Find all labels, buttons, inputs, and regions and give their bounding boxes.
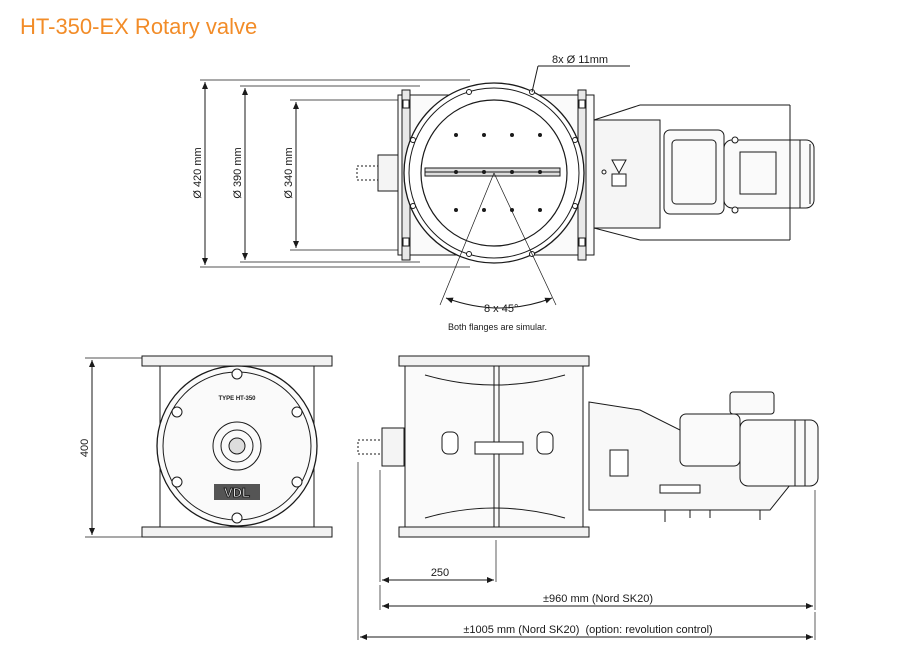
dim-shaft-offset: 250 xyxy=(431,567,449,579)
top-view xyxy=(200,65,815,309)
dim-height: 400 xyxy=(79,439,91,457)
page-title: HT-350-EX Rotary valve xyxy=(20,14,258,39)
dim-bolt-holes: 8x Ø 11mm xyxy=(552,54,608,66)
dim-bolt-angle: 8 x 45° xyxy=(484,303,518,315)
dim-length-standard: ±960 mm (Nord SK20) xyxy=(543,593,653,605)
side-view xyxy=(357,355,819,640)
side-view-dims: 250 ±960 mm (Nord SK20) ±1005 mm (Nord S… xyxy=(431,567,713,636)
dim-bolt-circle: Ø 390 mm xyxy=(232,147,244,198)
dim-length-option: ±1005 mm (Nord SK20) (option: revolution… xyxy=(463,624,712,636)
front-view xyxy=(85,355,333,538)
type-plate: TYPE HT-350 xyxy=(218,396,256,402)
dim-inner-diameter: Ø 340 mm xyxy=(283,147,295,198)
flange-note: Both flanges are simular. xyxy=(448,322,547,332)
front-view-dims: 400 TYPE HT-350 VDL xyxy=(79,396,256,501)
dim-outer-diameter: Ø 420 mm xyxy=(192,147,204,198)
vdl-logo: VDL xyxy=(224,485,250,500)
top-view-dims: Ø 420 mm Ø 390 mm Ø 340 mm 8x Ø 11mm 8 x… xyxy=(192,54,608,332)
